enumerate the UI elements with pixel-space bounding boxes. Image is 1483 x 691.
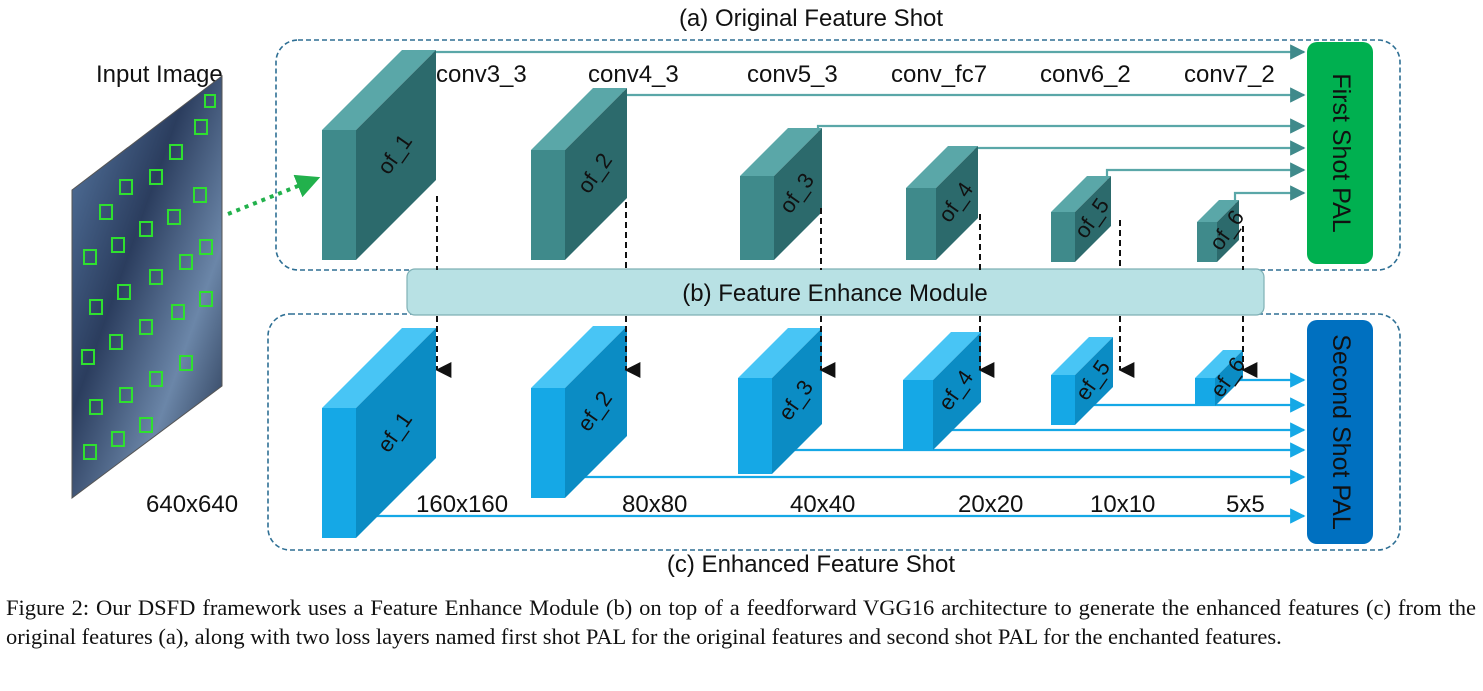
block-side	[565, 326, 627, 498]
original-block-5: of_5	[1051, 176, 1114, 262]
block-front	[322, 408, 356, 538]
original-feature-blocks: of_1 of_2 of_3 of_4 of_5 of_6	[322, 50, 1249, 262]
block-top	[322, 328, 436, 408]
block-top	[322, 50, 436, 130]
enhanced-block-5: ef_5	[1051, 337, 1115, 425]
block-side	[1215, 350, 1243, 406]
block-front	[1195, 378, 1215, 406]
original-connector	[430, 44, 1306, 60]
conv-layer-labels: conv3_3 conv4_3 conv5_3 conv_fc7 conv6_2…	[436, 61, 1275, 88]
block-top	[906, 146, 978, 188]
block-top	[1051, 337, 1113, 375]
second-shot-pal-label: Second Shot PAL	[1327, 334, 1355, 530]
feature-size-labels: 160x160 80x80 40x40 20x20 10x10 5x5	[416, 491, 1265, 518]
enhanced-block-3: ef_3	[738, 328, 822, 474]
conv-label: conv5_3	[747, 61, 838, 88]
block-side	[1075, 176, 1111, 262]
enhanced-block-6: ef_6	[1195, 350, 1250, 406]
conv-label: conv7_2	[1184, 61, 1275, 88]
original-connector	[621, 87, 1306, 103]
conv-label: conv3_3	[436, 61, 527, 88]
original-block-1: of_1	[322, 50, 436, 260]
original-connector	[1105, 162, 1306, 180]
input-arrow	[227, 174, 321, 216]
block-front	[738, 378, 772, 474]
section-b-title: (b) Feature Enhance Module	[682, 280, 988, 307]
original-connector	[1233, 185, 1306, 204]
input-size-label: 640x640	[146, 491, 238, 518]
enhanced-block-2: ef_2	[531, 326, 627, 498]
size-label: 5x5	[1226, 491, 1265, 518]
block-front	[1197, 222, 1217, 262]
block-side	[1075, 337, 1113, 425]
block-top	[531, 88, 627, 150]
size-label: 10x10	[1090, 491, 1155, 518]
figure-label: Figure 2:	[6, 595, 90, 620]
block-top	[738, 328, 822, 378]
enhanced-block-4: ef_4	[903, 332, 981, 450]
first-shot-pal-label: First Shot PAL	[1327, 73, 1355, 232]
block-top	[1197, 200, 1239, 222]
conv-label: conv4_3	[588, 61, 679, 88]
second-shot-pal: Second Shot PAL	[1307, 320, 1373, 544]
original-block-2: of_2	[531, 88, 627, 260]
size-label: 80x80	[622, 491, 687, 518]
original-connector	[972, 140, 1306, 156]
figure-caption: Figure 2: Our DSFD framework uses a Feat…	[6, 593, 1476, 651]
feature-enhance-module: (b) Feature Enhance Module	[406, 268, 1265, 316]
input-image-label: Input Image	[96, 61, 223, 88]
section-c-title: (c) Enhanced Feature Shot	[667, 551, 955, 578]
block-side	[774, 128, 822, 260]
original-block-6: of_6	[1197, 200, 1249, 262]
block-front	[531, 150, 565, 260]
block-front	[1051, 375, 1075, 425]
enhance-arrows	[435, 196, 1258, 378]
block-front	[322, 130, 356, 260]
block-top	[1051, 176, 1111, 212]
original-block-3: of_3	[740, 128, 822, 260]
original-block-4: of_4	[906, 146, 978, 260]
dsfd-framework-diagram: (a) Original Feature Shot (c) Enhanced F…	[71, 5, 1401, 578]
conv-label: conv_fc7	[891, 61, 987, 88]
size-label: 160x160	[416, 491, 508, 518]
block-top	[1195, 350, 1243, 378]
block-side	[933, 332, 981, 450]
section-a-title: (a) Original Feature Shot	[679, 5, 943, 32]
enhanced-block-1: ef_1	[322, 328, 436, 538]
block-top	[531, 326, 627, 388]
block-front	[906, 188, 936, 260]
block-front	[740, 176, 774, 260]
original-connector	[816, 118, 1306, 134]
first-shot-pal: First Shot PAL	[1307, 42, 1373, 264]
input-image	[71, 74, 223, 499]
block-front	[531, 388, 565, 498]
block-front	[903, 380, 933, 450]
block-top	[903, 332, 981, 380]
caption-text: Our DSFD framework uses a Feature Enhanc…	[6, 595, 1476, 649]
size-label: 20x20	[958, 491, 1023, 518]
enhanced-feature-blocks: ef_1 ef_2 ef_3 ef_4 ef_5 ef_6	[322, 326, 1250, 538]
block-side	[356, 328, 436, 538]
size-label: 40x40	[790, 491, 855, 518]
conv-label: conv6_2	[1040, 61, 1131, 88]
block-side	[565, 88, 627, 260]
block-front	[1051, 212, 1075, 262]
block-side	[936, 146, 978, 260]
block-side	[772, 328, 822, 474]
block-top	[740, 128, 822, 176]
block-side	[1217, 200, 1239, 262]
block-side	[356, 50, 436, 260]
